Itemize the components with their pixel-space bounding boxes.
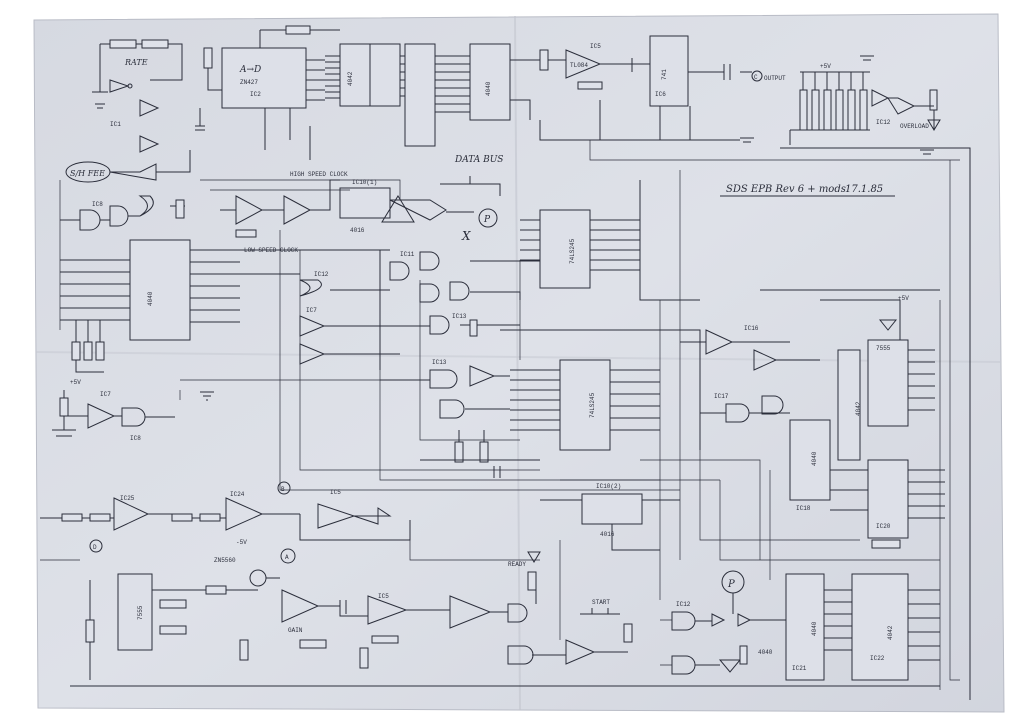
svg-text:GAIN: GAIN <box>288 627 303 634</box>
ic1-label: IC1 <box>110 121 121 128</box>
svg-text:4042: 4042 <box>887 625 894 640</box>
ic7-lower: +5V IC8 IC7 <box>52 379 175 442</box>
svg-text:+5V: +5V <box>820 63 831 70</box>
right-middle-logic: IC16 IC17 4040 IC18 4042 7555 +5V <box>680 289 940 512</box>
dac-ic: 4040 <box>469 43 540 121</box>
svg-text:IC17: IC17 <box>714 393 729 400</box>
svg-text:IC13: IC13 <box>432 359 447 366</box>
svg-text:7555: 7555 <box>137 605 144 620</box>
svg-text:741: 741 <box>661 69 668 80</box>
svg-text:4040: 4040 <box>811 451 818 466</box>
svg-text:IC24: IC24 <box>230 491 245 498</box>
svg-text:4042: 4042 <box>347 71 354 86</box>
svg-text:-5V: -5V <box>236 539 247 546</box>
svg-text:IC12: IC12 <box>314 271 329 278</box>
svg-text:7555: 7555 <box>876 345 891 352</box>
svg-text:IC5: IC5 <box>378 593 389 600</box>
ready-start-section: READY START <box>507 551 633 665</box>
counter-ic4: 4040 <box>60 239 240 373</box>
svg-text:START: START <box>592 599 610 606</box>
node-a-label: A <box>285 554 289 561</box>
svg-text:IC12: IC12 <box>876 119 891 126</box>
svg-text:OUTPUT: OUTPUT <box>764 75 786 82</box>
title-text: SDS EPB Rev 6 + mods <box>726 184 846 195</box>
svg-text:D: D <box>93 544 97 551</box>
svg-text:IC12: IC12 <box>676 601 691 608</box>
svg-text:C: C <box>754 74 758 81</box>
svg-text:IC22: IC22 <box>870 655 885 662</box>
output-filter: TL084 IC5 IC6 741 C OUTPUT <box>539 35 786 141</box>
svg-text:IC7: IC7 <box>306 307 317 314</box>
svg-text:ZN427: ZN427 <box>240 79 258 86</box>
svg-text:IC25: IC25 <box>120 495 135 502</box>
cross-x: X <box>461 229 471 243</box>
svg-text:IC10(2): IC10(2) <box>596 483 621 490</box>
svg-text:4016: 4016 <box>350 227 365 234</box>
svg-text:A→D: A→D <box>239 65 261 75</box>
data-bus-label: DATA BUS <box>454 155 503 165</box>
sh-fee-node: S/H FEE <box>65 150 191 183</box>
svg-text:B: B <box>281 486 285 493</box>
svg-text:OVERLOAD: OVERLOAD <box>900 123 929 130</box>
sample-hold-section: A ZN5560 7555 GAIN IC5 <box>70 548 940 687</box>
svg-text:IC7: IC7 <box>100 391 111 398</box>
ic10-switch: IC10(1) 4016 P X <box>339 176 501 243</box>
svg-text:READY: READY <box>508 561 526 568</box>
svg-text:IC21: IC21 <box>792 665 807 672</box>
svg-text:IC11: IC11 <box>400 251 415 258</box>
ic10-lower: IC10(2) 4016 <box>540 483 680 551</box>
svg-text:IC13: IC13 <box>452 313 467 320</box>
svg-text:HIGH SPEED CLOCK: HIGH SPEED CLOCK <box>290 171 348 178</box>
title-block: SDS EPB Rev 6 + mods 17.1.85 <box>720 184 895 197</box>
svg-text:4040: 4040 <box>811 621 818 636</box>
adc-ic2: A→D ZN427 IC2 <box>195 25 340 160</box>
svg-text:ZN5560: ZN5560 <box>214 557 236 564</box>
lower-right-logic: P IC12 4040 4040 IC21 4042 IC22 <box>671 570 940 681</box>
node-p-bottom: P <box>727 579 735 590</box>
svg-text:4042: 4042 <box>855 401 862 416</box>
title-date: 17.1.85 <box>845 184 883 195</box>
ic8-gates: IC8 <box>60 195 185 231</box>
svg-text:IC8: IC8 <box>92 201 103 208</box>
svg-text:IC10(1): IC10(1) <box>352 179 377 186</box>
svg-text:+5V: +5V <box>898 295 909 302</box>
svg-text:S/H FEE: S/H FEE <box>70 169 105 178</box>
svg-text:4040: 4040 <box>147 291 154 306</box>
svg-text:74LS245: 74LS245 <box>569 238 576 264</box>
svg-text:IC16: IC16 <box>744 325 759 332</box>
svg-text:4016: 4016 <box>600 531 615 538</box>
svg-text:IC18: IC18 <box>796 505 811 512</box>
interconnect-wires <box>40 140 960 690</box>
svg-text:4040: 4040 <box>758 649 773 656</box>
svg-text:IC2: IC2 <box>250 91 261 98</box>
bargraph-section: +5V IC12 OVERLOAD <box>780 63 971 700</box>
ic3-latch: 4042 <box>325 43 401 107</box>
svg-text:TL084: TL084 <box>570 62 588 69</box>
svg-text:IC6: IC6 <box>655 91 666 98</box>
ic20-block: IC20 <box>830 459 945 549</box>
node-p-top: P <box>483 215 491 225</box>
svg-text:IC5: IC5 <box>590 43 601 50</box>
svg-text:IC5: IC5 <box>330 489 341 496</box>
svg-text:IC8: IC8 <box>130 435 141 442</box>
svg-text:74LS245: 74LS245 <box>589 392 596 418</box>
svg-text:IC20: IC20 <box>876 523 891 530</box>
rate-section: RATE IC1 <box>92 39 183 153</box>
ic15-buffer: 74LS245 <box>520 180 700 301</box>
svg-text:+5V: +5V <box>70 379 81 386</box>
svg-text:4040: 4040 <box>485 81 492 96</box>
ground-symbols <box>200 55 934 401</box>
data-bus-block <box>400 43 470 147</box>
rate-label: RATE <box>124 58 148 67</box>
input-amp-chain: IC25 IC24 B IC5 D -5V <box>40 481 411 553</box>
